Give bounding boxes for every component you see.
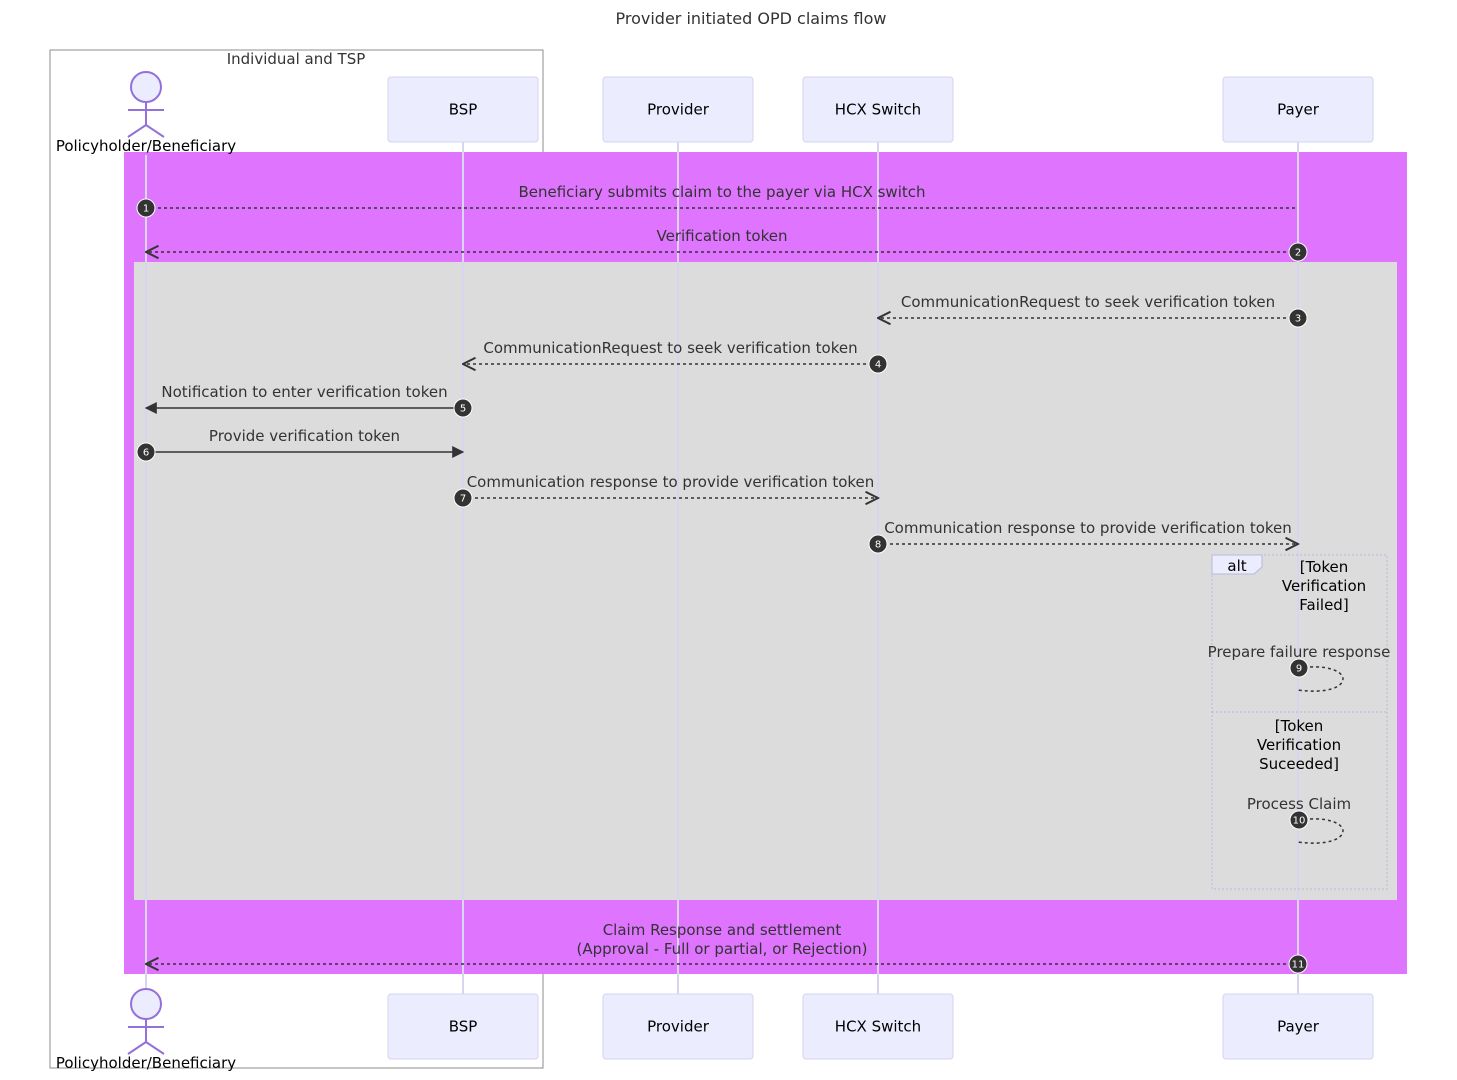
participant-box (802, 993, 954, 1060)
sequence-number-badge: 8 (868, 534, 888, 554)
participant-label: BSP (449, 1018, 478, 1036)
message-4: CommunicationRequest to seek verificatio… (463, 339, 888, 374)
message-11: Claim Response and settlement(Approval -… (146, 921, 1308, 974)
message-9: Prepare failure response 9 (1208, 643, 1391, 692)
sequence-number: 1 (143, 204, 149, 215)
participants: Policyholder/BeneficiaryPolicyholder/Ben… (56, 71, 1374, 1072)
participant-box (802, 76, 954, 143)
participant-label: HCX Switch (835, 101, 921, 119)
message-10: Process Claim 10 (1247, 795, 1351, 844)
actor-beneficiary-top: Policyholder/Beneficiary (56, 71, 236, 155)
sequence-number-badge: 4 (868, 354, 888, 374)
participant-label: Provider (647, 101, 710, 119)
participant-bsp-bottom: BSP (387, 993, 539, 1060)
alt-branch1-line3: Failed] (1299, 596, 1348, 614)
participant-label: Payer (1277, 101, 1320, 119)
lifelines (145, 142, 1299, 994)
participant-box (602, 76, 754, 143)
message-5: Notification to enter verification token… (144, 383, 473, 418)
message-label: CommunicationRequest to seek verificatio… (483, 339, 857, 357)
sequence-number-badge: 10 (1289, 810, 1309, 830)
sequence-number: 7 (460, 494, 466, 505)
actor-beneficiary-bottom: Policyholder/Beneficiary (56, 988, 236, 1072)
sequence-number-badge: 2 (1288, 242, 1308, 262)
message-label-line2: (Approval - Full or partial, or Rejectio… (576, 940, 867, 958)
participant-payer-bottom: Payer (1222, 993, 1374, 1060)
alt-branch2-line2: Verification (1257, 736, 1341, 754)
message-label: Verification token (657, 227, 788, 245)
sequence-number-badge: 7 (453, 488, 473, 508)
participant-box (1222, 76, 1374, 143)
alt-block: alt [Token Verification Failed] [Token V… (1211, 554, 1388, 890)
message-label: Notification to enter verification token (161, 383, 447, 401)
message-8: Communication response to provide verifi… (868, 519, 1298, 554)
message-3: CommunicationRequest to seek verificatio… (878, 293, 1308, 328)
alt-branch1-line1: [Token (1300, 558, 1349, 576)
participant-payer-top: Payer (1222, 76, 1374, 143)
message-label: Claim Response and settlement (603, 921, 842, 939)
sequence-number-badge: 1 (136, 198, 156, 218)
group-box-label: Individual and TSP (227, 50, 366, 68)
alt-frame (1211, 554, 1388, 890)
alt-branch1-line2: Verification (1282, 577, 1366, 595)
participant-hcx-bottom: HCX Switch (802, 993, 954, 1060)
message-1: Beneficiary submits claim to the payer v… (136, 183, 1298, 218)
person-stick-figure-icon (127, 988, 165, 1055)
sequence-number: 10 (1293, 816, 1306, 827)
participant-label: BSP (449, 101, 478, 119)
message-6: Provide verification token 6 (136, 427, 465, 462)
message-label: Prepare failure response (1208, 643, 1391, 661)
message-label: Communication response to provide verifi… (884, 519, 1292, 537)
sequence-number-badge: 6 (136, 442, 156, 462)
sequence-number-badge: 11 (1288, 954, 1308, 974)
alt-branch2-line1: [Token (1275, 717, 1324, 735)
sequence-number-badge: 9 (1289, 658, 1309, 678)
messages: Beneficiary submits claim to the payer v… (136, 183, 1391, 974)
participant-provider-bottom: Provider (602, 993, 754, 1060)
person-stick-figure-icon (127, 71, 165, 138)
inner-highlight-region (134, 262, 1397, 900)
participant-box (602, 993, 754, 1060)
message-2: Verification token 2 (146, 227, 1308, 262)
alt-keyword: alt (1227, 557, 1246, 575)
message-label: Beneficiary submits claim to the payer v… (518, 183, 925, 201)
participant-label: HCX Switch (835, 1018, 921, 1036)
participant-label: Payer (1277, 1018, 1320, 1036)
sequence-number: 6 (143, 448, 149, 459)
participant-box (1222, 993, 1374, 1060)
actor-label: Policyholder/Beneficiary (56, 1054, 236, 1072)
sequence-number: 4 (875, 360, 881, 371)
participant-box (387, 76, 539, 143)
participant-box (387, 993, 539, 1060)
message-label: Provide verification token (209, 427, 400, 445)
sequence-number: 9 (1296, 664, 1302, 675)
message-line (1297, 818, 1344, 844)
message-label: CommunicationRequest to seek verificatio… (901, 293, 1275, 311)
message-7: Communication response to provide verifi… (453, 473, 878, 508)
alt-label-box (1211, 554, 1263, 575)
sequence-number: 3 (1295, 314, 1301, 325)
message-label: Communication response to provide verifi… (467, 473, 875, 491)
sequence-number-badge: 3 (1288, 308, 1308, 328)
diagram-title: Provider initiated OPD claims flow (616, 9, 887, 28)
participant-hcx-top: HCX Switch (802, 76, 954, 143)
sequence-number: 8 (875, 540, 881, 551)
sequence-number: 5 (460, 404, 466, 415)
sequence-number-badge: 5 (453, 398, 473, 418)
message-line (1297, 666, 1344, 692)
sequence-number: 11 (1292, 960, 1305, 971)
participant-label: Provider (647, 1018, 710, 1036)
actor-label: Policyholder/Beneficiary (56, 137, 236, 155)
alt-branch2-line3: Suceeded] (1259, 755, 1339, 773)
participant-provider-top: Provider (602, 76, 754, 143)
sequence-number: 2 (1295, 248, 1301, 259)
message-label: Process Claim (1247, 795, 1351, 813)
participant-bsp-top: BSP (387, 76, 539, 143)
